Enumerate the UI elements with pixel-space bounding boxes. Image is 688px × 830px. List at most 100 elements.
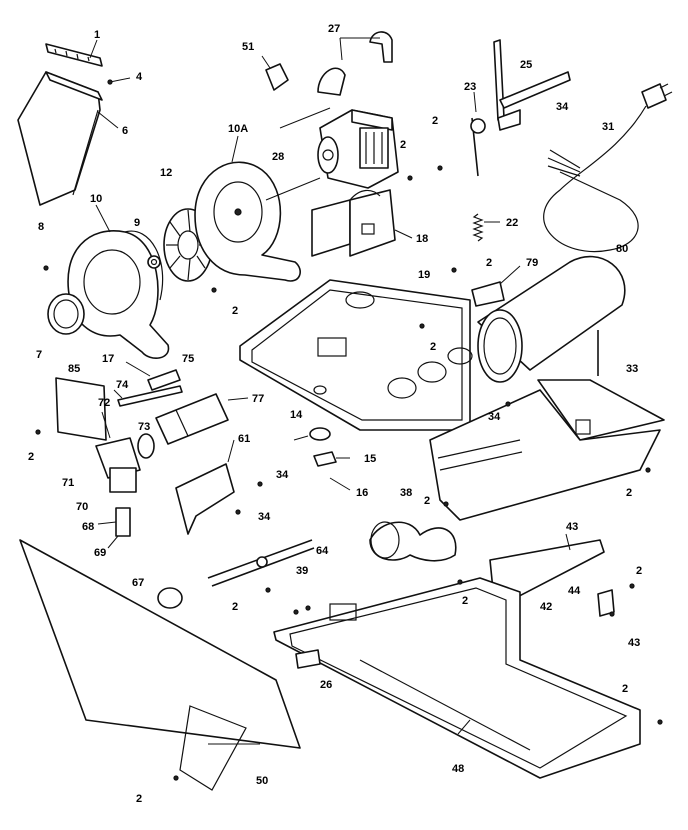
callout-2: 2: [232, 305, 238, 317]
callout-8: 8: [38, 221, 44, 233]
callout-2: 2: [626, 487, 632, 499]
callout-39: 39: [296, 565, 308, 577]
callout-10: 10: [90, 193, 102, 205]
callout-7: 7: [36, 349, 42, 361]
callout-75: 75: [182, 353, 194, 365]
part-26-foot: [295, 649, 321, 669]
callout-70: 70: [76, 501, 88, 513]
callout-16: 16: [356, 487, 368, 499]
callout-67: 67: [132, 577, 144, 589]
callout-1: 1: [94, 29, 100, 41]
callout-34: 34: [556, 101, 569, 113]
callout-34: 34: [258, 511, 271, 523]
part-74-igniter: [113, 385, 183, 407]
callout-31: 31: [602, 121, 614, 133]
callout-77: 77: [252, 393, 264, 405]
callout-33: 33: [626, 363, 638, 375]
callout-48: 48: [452, 763, 464, 775]
callout-69: 69: [94, 547, 106, 559]
part-18-motor-mount: [311, 189, 413, 257]
callout-17: 17: [102, 353, 114, 365]
callout-19: 19: [418, 269, 430, 281]
callout-34: 34: [488, 411, 501, 423]
callout-72: 72: [98, 397, 110, 409]
callout-18: 18: [416, 233, 428, 245]
part-72-valve: [95, 411, 141, 493]
part-85-shield: [55, 377, 107, 441]
part-73-coil: [137, 433, 155, 459]
callout-73: 73: [138, 421, 150, 433]
callout-14: 14: [290, 409, 303, 421]
part-9-washer: [147, 255, 161, 269]
callout-43: 43: [566, 521, 578, 533]
part-23-idler-arm: [470, 91, 486, 177]
callout-80: 80: [616, 243, 628, 255]
callout-2: 2: [432, 115, 438, 127]
callout-labels: 1 4 6 51 27 25 23 34 31 10A 2 28 2 12 10…: [28, 23, 642, 805]
part-77-burner: [155, 393, 249, 445]
callout-79: 79: [526, 257, 538, 269]
part-43-clip: [565, 533, 571, 551]
callout-71: 71: [62, 477, 74, 489]
part-48-base-frame: [273, 577, 641, 779]
callout-12: 12: [160, 167, 172, 179]
part-25-bracket-bar: [493, 39, 571, 131]
callout-74: 74: [116, 379, 129, 391]
callout-85: 85: [68, 363, 80, 375]
screws: [35, 165, 663, 781]
part-7-ring: [47, 293, 85, 335]
callout-23: 23: [464, 81, 476, 93]
callout-42: 42: [540, 601, 552, 613]
callout-2: 2: [400, 139, 406, 151]
callout-51: 51: [242, 41, 254, 53]
part-38-elbow-duct: [369, 521, 457, 562]
callout-64: 64: [316, 545, 329, 557]
callout-34: 34: [276, 469, 289, 481]
callout-43: 43: [628, 637, 640, 649]
part-1-grille: [45, 39, 103, 67]
part-64-gas-pipe: [207, 539, 315, 587]
callout-2: 2: [232, 601, 238, 613]
part-33-plenum: [429, 379, 665, 521]
callout-2: 2: [136, 793, 142, 805]
part-14-thermostat: [293, 427, 331, 441]
callout-28: 28: [272, 151, 284, 163]
callout-2: 2: [424, 495, 430, 507]
part-10a-blower-housing-rear: [194, 135, 301, 282]
callout-22: 22: [506, 217, 518, 229]
part-68-69-nozzle: [97, 507, 131, 549]
part-44-clip: [597, 589, 615, 617]
callout-25: 25: [520, 59, 532, 71]
callout-2: 2: [486, 257, 492, 269]
part-15-thermostat: [313, 451, 350, 467]
part-79-sensor: [471, 265, 521, 307]
callout-2: 2: [462, 595, 468, 607]
callout-2: 2: [28, 451, 34, 463]
callout-27: 27: [328, 23, 340, 35]
callout-10a: 10A: [228, 123, 248, 135]
callout-2: 2: [430, 341, 436, 353]
callout-26: 26: [320, 679, 332, 691]
part-75-tube: [125, 361, 181, 391]
part-28-motor: [265, 107, 399, 201]
callout-2: 2: [622, 683, 628, 695]
part-10-blower-housing: [67, 204, 170, 359]
callout-4: 4: [136, 71, 143, 83]
part-80-heater-duct: [477, 255, 626, 383]
part-27-motor-straps: [317, 31, 393, 96]
part-67-fitting: [157, 587, 183, 609]
part-61-bracket: [175, 439, 235, 535]
part-51-clip: [261, 55, 289, 91]
part-50-side-panel: [19, 539, 301, 791]
callout-15: 15: [364, 453, 376, 465]
callout-38: 38: [400, 487, 412, 499]
part-16-screw: [329, 477, 351, 491]
callout-9: 9: [134, 217, 140, 229]
callout-44: 44: [568, 585, 581, 597]
part-19-base-plate: [239, 279, 473, 431]
callout-6: 6: [122, 125, 128, 137]
callout-61: 61: [238, 433, 250, 445]
part-6-duct-hood: [17, 71, 131, 206]
part-31-power-cord: [543, 83, 673, 253]
